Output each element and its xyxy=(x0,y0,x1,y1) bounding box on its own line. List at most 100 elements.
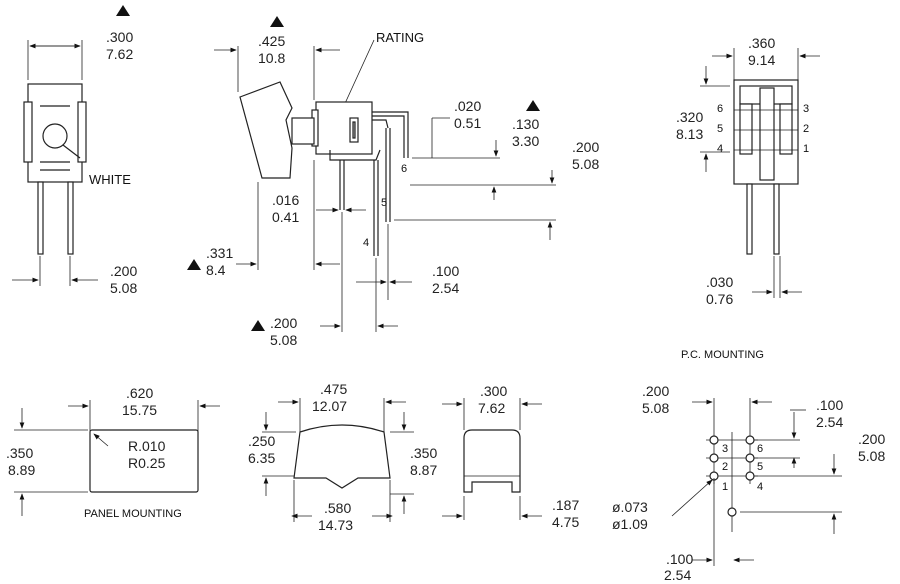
pc-hole xyxy=(709,453,719,463)
white-label: WHITE xyxy=(89,172,131,187)
actuator-outline xyxy=(293,424,391,489)
pc-pin-4: 4 xyxy=(757,481,763,493)
panel-h-in: .350 xyxy=(6,445,33,461)
pc-c-mm: 5.08 xyxy=(858,448,885,464)
rear-pin-1: 1 xyxy=(803,143,809,155)
pin-5-label: 5 xyxy=(381,197,387,209)
side-t1-in: .020 xyxy=(454,98,481,114)
rear-pin-2: 2 xyxy=(803,123,809,135)
pc-hole-mount xyxy=(727,507,737,517)
bracket-w-in: .300 xyxy=(480,383,507,399)
side-t7-mm: 5.08 xyxy=(270,332,297,348)
rocker-actuator xyxy=(239,81,293,179)
bracket-h-in: .187 xyxy=(552,497,579,513)
act-h2-mm: 8.87 xyxy=(410,462,437,478)
rear-pin-5: 5 xyxy=(717,123,723,135)
front-pitch-in: .200 xyxy=(110,263,137,279)
side-t2-mm: 3.30 xyxy=(512,133,539,149)
rear-pin-3: 3 xyxy=(803,103,809,115)
pc-b-in: .100 xyxy=(816,397,843,413)
bracket-view: .300 7.62 .187 4.75 xyxy=(442,383,579,530)
pc-hole xyxy=(745,471,755,481)
pc-hole xyxy=(709,435,719,445)
act-w-in: .475 xyxy=(320,381,347,397)
side-t2-in: .130 xyxy=(512,116,539,132)
act-bw-mm: 14.73 xyxy=(318,517,353,533)
pc-hole-in: ø.073 xyxy=(612,499,648,515)
front-width-mm: 7.62 xyxy=(106,46,133,62)
pc-d-mm: 2.54 xyxy=(664,567,691,583)
pc-pin-5: 5 xyxy=(757,461,763,473)
front-body xyxy=(27,83,83,183)
actuator-top-view: .475 12.07 .250 6.35 .350 8.87 .580 14.7… xyxy=(248,381,437,533)
panel-w-mm: 15.75 xyxy=(122,402,157,418)
rear-pin-in: .030 xyxy=(706,274,733,290)
act-h2-in: .350 xyxy=(410,445,437,461)
rear-pin-mm: 0.76 xyxy=(706,291,733,307)
act-bw-in: .580 xyxy=(324,500,351,516)
act-h1-mm: 6.35 xyxy=(248,450,275,466)
front-pin-left xyxy=(37,181,44,255)
rear-view: .360 9.14 .320 8.13 6 5 4 3 2 1 .030 0.7… xyxy=(676,35,820,361)
switch-housing xyxy=(315,101,373,155)
delta-marker xyxy=(116,5,130,16)
pc-layout-view: .200 5.08 .100 2.54 .200 5.08 3 6 xyxy=(612,383,885,583)
side-t4-mm: 0.41 xyxy=(272,209,299,225)
side-t5-in: .331 xyxy=(206,245,233,261)
side-t4-in: .016 xyxy=(272,192,299,208)
pc-hole xyxy=(745,435,755,445)
panel-mounting-label: PANEL MOUNTING xyxy=(84,508,182,520)
act-h1-in: .250 xyxy=(248,433,275,449)
pc-a-in: .200 xyxy=(642,383,669,399)
pin-4-label: 4 xyxy=(363,237,369,249)
pc-hole xyxy=(745,453,755,463)
pc-pin-3: 3 xyxy=(722,443,728,455)
side-t3-in: .200 xyxy=(572,139,599,155)
bracket-w-mm: 7.62 xyxy=(478,400,505,416)
pc-d-in: .100 xyxy=(666,551,693,567)
delta-marker xyxy=(270,16,284,27)
panel-h-mm: 8.89 xyxy=(8,462,35,478)
bracket-h-mm: 4.75 xyxy=(552,514,579,530)
rear-pin-left xyxy=(746,183,753,255)
rear-width-in: .360 xyxy=(748,35,775,51)
side-t6-mm: 2.54 xyxy=(432,280,459,296)
rear-h-mm: 8.13 xyxy=(676,126,703,142)
front-width-in: .300 xyxy=(106,29,133,45)
panel-r-mm: R0.25 xyxy=(128,455,166,471)
front-view: .300 7.62 WHITE .200 5.08 xyxy=(12,5,137,296)
front-pitch-mm: 5.08 xyxy=(110,280,137,296)
pc-a-mm: 5.08 xyxy=(642,400,669,416)
pin-6-label: 6 xyxy=(401,163,407,175)
pc-b-mm: 2.54 xyxy=(816,414,843,430)
panel-r-in: R.010 xyxy=(128,438,166,454)
side-t5-mm: 8.4 xyxy=(206,262,226,278)
panel-cutout-view: .620 15.75 .350 8.89 R.010 R0.25 PANEL M… xyxy=(6,385,220,520)
front-pin-right xyxy=(67,181,74,255)
rear-width-mm: 9.14 xyxy=(748,52,775,68)
act-w-mm: 12.07 xyxy=(312,398,347,414)
bracket-outline xyxy=(463,429,521,493)
pc-pin-6: 6 xyxy=(757,443,763,455)
delta-marker xyxy=(526,100,540,111)
pc-hole-mm: ø1.09 xyxy=(612,516,648,532)
rear-pin-6: 6 xyxy=(717,103,723,115)
side-width-in: .425 xyxy=(258,33,285,49)
pc-c-in: .200 xyxy=(858,431,885,447)
delta-marker xyxy=(251,320,265,331)
rear-pin-right xyxy=(773,183,780,255)
rating-label: RATING xyxy=(376,30,424,45)
rear-h-in: .320 xyxy=(676,109,703,125)
delta-marker xyxy=(187,259,201,270)
panel-w-in: .620 xyxy=(126,385,153,401)
side-view: .425 10.8 RATING 6 5 4 .020 0. xyxy=(187,16,599,348)
side-t7-in: .200 xyxy=(270,315,297,331)
side-t3-mm: 5.08 xyxy=(572,156,599,172)
rear-pin-4: 4 xyxy=(717,143,723,155)
side-t1-mm: 0.51 xyxy=(454,115,481,131)
side-t6-in: .100 xyxy=(432,263,459,279)
illumination-lens-icon xyxy=(42,123,68,149)
pc-pin-1: 1 xyxy=(722,481,728,493)
pc-pin-2: 2 xyxy=(722,461,728,473)
